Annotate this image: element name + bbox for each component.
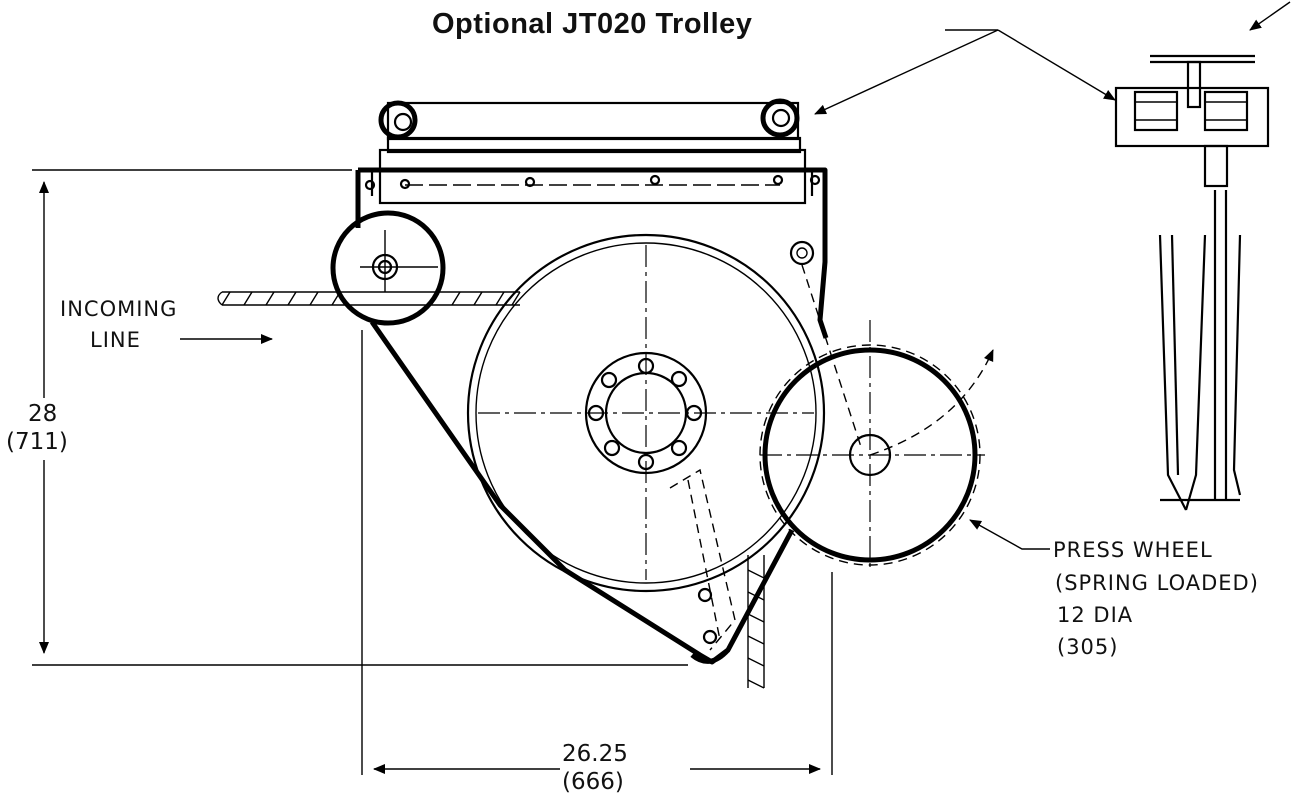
- hub-bolts: [587, 357, 703, 471]
- incoming-label-line1: INCOMING: [60, 297, 177, 321]
- traverse-arm: [669, 468, 736, 664]
- guide-roller: [330, 210, 446, 326]
- incoming-label-line2: LINE: [90, 328, 141, 352]
- press-wheel-label-line2: (SPRING LOADED): [1055, 571, 1259, 595]
- trolley-title: Optional JT020 Trolley: [432, 8, 752, 40]
- outgoing-line: [747, 555, 765, 689]
- width-imperial: 26.25: [562, 741, 628, 767]
- incoming-line: [217, 291, 521, 306]
- incoming-line-callout: INCOMING LINE: [60, 297, 273, 352]
- take-up-drum: [466, 233, 826, 593]
- width-metric: (666): [562, 769, 624, 795]
- press-wheel-label-line3: 12 DIA: [1057, 603, 1133, 627]
- height-imperial: 28: [28, 401, 57, 427]
- press-wheel-label-line1: PRESS WHEEL: [1053, 538, 1213, 562]
- height-dimension: 28 (711): [6, 169, 688, 666]
- side-view: [1114, 54, 1270, 511]
- press-wheel: [759, 320, 994, 570]
- trolley-assembly: [378, 98, 807, 205]
- trolley-leader-lines: [814, 1, 1291, 115]
- width-dimension: 26.25 (666): [361, 330, 833, 795]
- press-wheel-label-line4: (305): [1057, 635, 1118, 659]
- height-metric: (711): [6, 429, 68, 455]
- press-wheel-callout: PRESS WHEEL (SPRING LOADED) 12 DIA (305): [969, 519, 1259, 659]
